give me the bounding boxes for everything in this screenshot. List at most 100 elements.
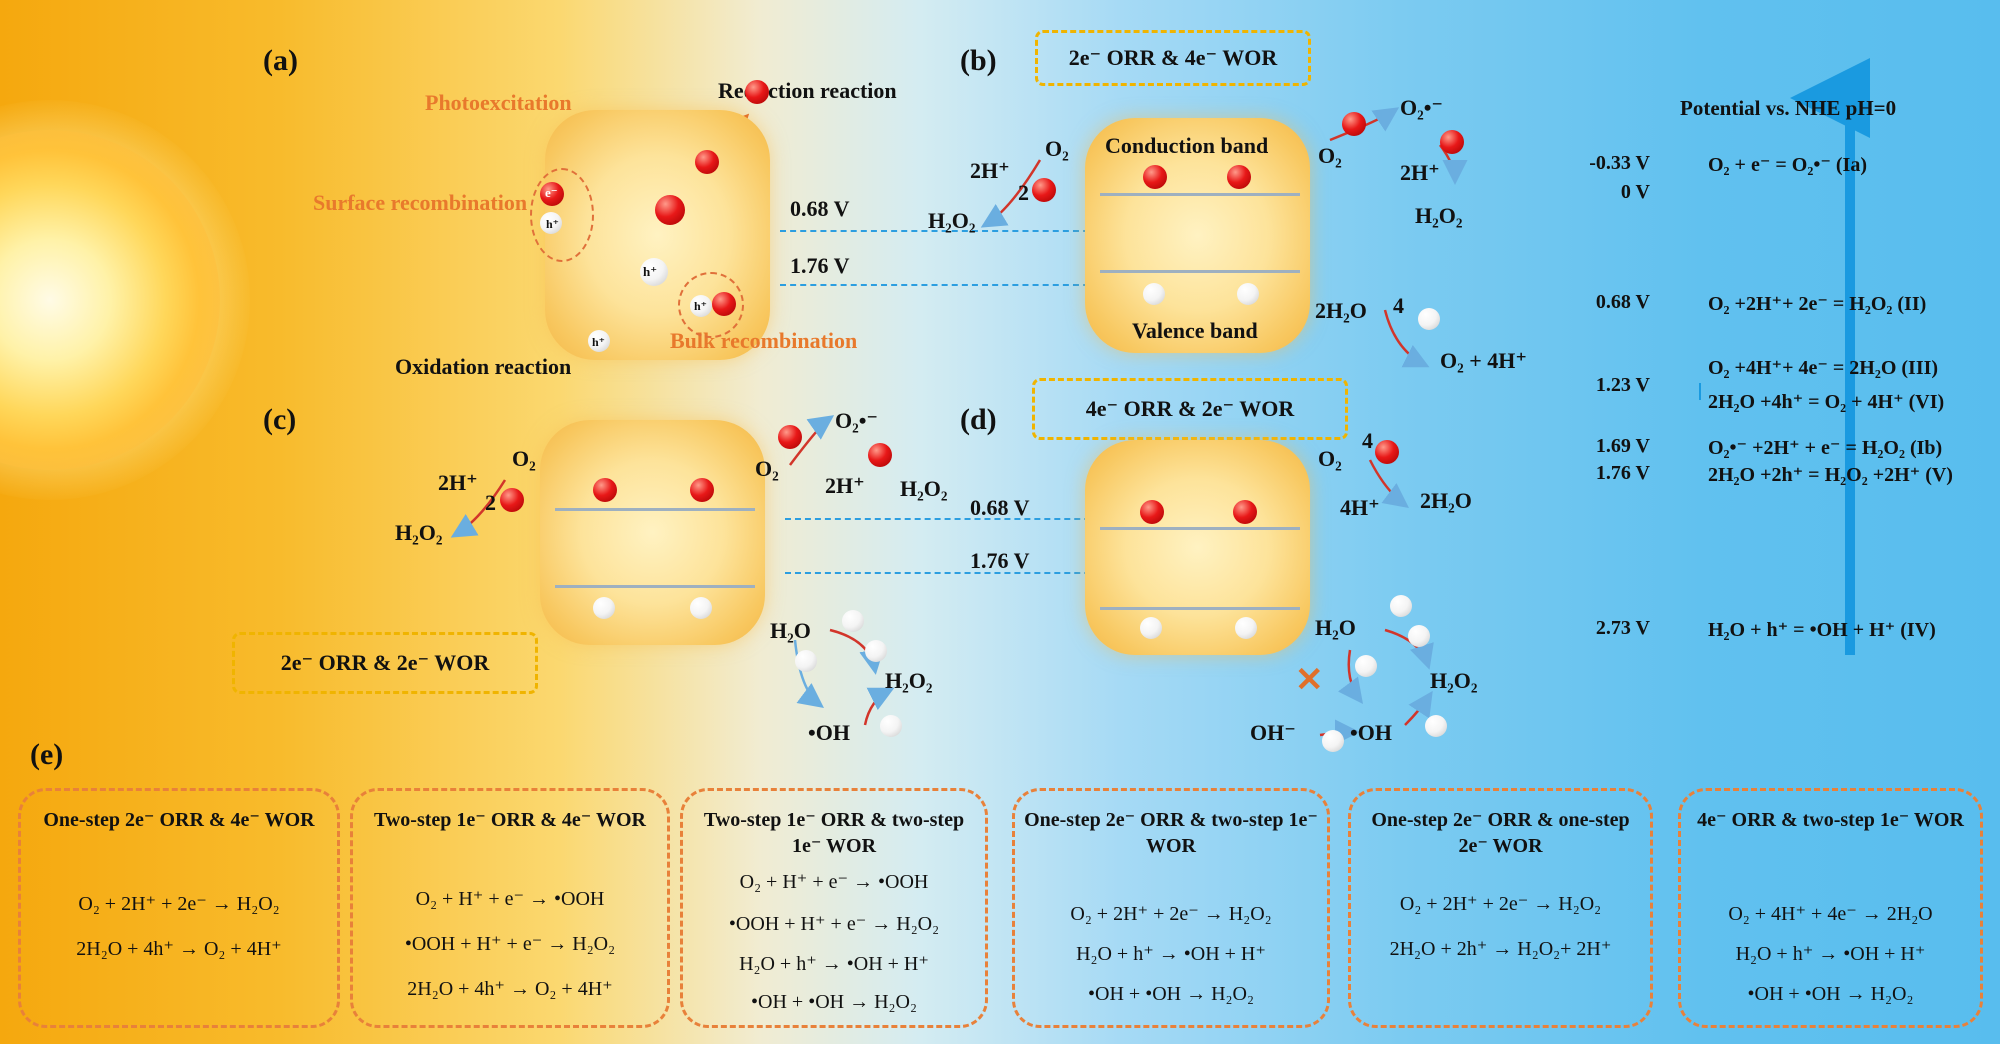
card-equation: O₂ + 2H⁺ + 2e⁻ → H₂O₂ [1070, 903, 1272, 925]
conduction-band-edge [1100, 527, 1300, 530]
hole [1235, 617, 1257, 639]
c-oh: •OH [808, 720, 850, 745]
pot-equation: O₂ +4H⁺+ 4e⁻ = 2H₂O (III) [1708, 357, 1939, 379]
card-equation: •OH + •OH → H₂O₂ [1747, 983, 1914, 1005]
card-equation: 2H₂O + 2h⁺ → H₂O₂+ 2H⁺ [1389, 938, 1612, 960]
electron [1227, 165, 1251, 189]
electron [868, 443, 892, 467]
mechanism-card: One-step 2e⁻ ORR & 4e⁻ WOR O₂ + 2H⁺ + 2e… [18, 788, 340, 1028]
blocked-cross-icon: ✕ [1295, 662, 1324, 699]
pot-equation: 2H₂O +4h⁺ = O₂ + 4H⁺ (VI) [1708, 391, 1945, 413]
c-wor-arrow2 [793, 639, 824, 709]
b-o2-right: O₂ [1318, 143, 1342, 168]
dashed-line-068-c [785, 518, 1180, 520]
panel-c-title-box: 2e⁻ ORR & 2e⁻ WOR [232, 632, 538, 694]
hole [1425, 715, 1447, 737]
b-wor-arrow [1383, 309, 1430, 368]
c-o2: O₂ [512, 446, 536, 471]
card-title: Two-step 1e⁻ ORR & 4e⁻ WOR [373, 809, 646, 831]
electron [655, 195, 685, 225]
card-equation: O₂ + 2H⁺ + 2e⁻ → H₂O₂ [78, 893, 280, 915]
mechanism-card: Two-step 1e⁻ ORR & 4e⁻ WOR O₂ + H⁺ + e⁻ … [350, 788, 670, 1028]
hole [1390, 595, 1412, 617]
pot-equation: H₂O + h⁺ = •OH + H⁺ (IV) [1708, 619, 1936, 641]
card-equation: •OOH + H⁺ + e⁻ → H₂O₂ [404, 933, 616, 955]
c-orr-right-arrow [789, 415, 835, 466]
valence-band-label: Valence band [1132, 318, 1258, 343]
pot-equation: O₂ + e⁻ = O₂•⁻ (Ia) [1708, 154, 1867, 176]
hole [1355, 655, 1377, 677]
hole [593, 597, 615, 619]
card-equation: 2H₂O + 4h⁺ → O₂ + 4H⁺ [407, 978, 613, 1000]
card-equation: •OOH + H⁺ + e⁻ → H₂O₂ [728, 913, 940, 935]
surface-recombination-label: Surface recombination [313, 190, 528, 215]
pot-value: -0.33 V [1589, 152, 1650, 174]
c-h2o: H₂O [770, 618, 811, 643]
b-orr-left-arrow [980, 159, 1042, 228]
panel-label-b: (b) [960, 44, 997, 77]
a-176-label: 1.76 V [790, 253, 850, 278]
d-wor-arrow3 [1404, 690, 1433, 726]
h-label: h⁺ [643, 264, 658, 279]
pot-value: 0.68 V [1595, 291, 1650, 313]
a-068-label: 0.68 V [790, 196, 850, 221]
card-equation: O₂ + H⁺ + e⁻ → •OOH [739, 871, 929, 893]
hole [1140, 617, 1162, 639]
hole [1322, 730, 1344, 752]
hole [540, 212, 562, 234]
d-h2o2: H₂O₂ [1430, 668, 1478, 693]
b-orr-right-arrow [1329, 107, 1400, 142]
electron [745, 80, 769, 104]
b-2h-right: 2H⁺ [1400, 160, 1440, 185]
hole [795, 650, 817, 672]
semiconductor-b [1085, 118, 1310, 353]
valence-band-edge [555, 585, 755, 588]
electron [540, 182, 564, 206]
electron [1342, 112, 1366, 136]
c-orr-left-arrow [450, 479, 507, 538]
h-label: h⁺ [694, 299, 708, 313]
conduction-band-edge [555, 508, 755, 511]
c-wor-arrow3 [863, 687, 895, 726]
dashed-line-176-a [780, 284, 1180, 286]
b-o2-4h: O₂ + 4H⁺ [1440, 348, 1527, 373]
electron [778, 425, 802, 449]
electron [593, 478, 617, 502]
electron [695, 150, 719, 174]
c-wor-arrow1 [829, 628, 885, 675]
h-label: h⁺ [546, 217, 560, 231]
b-4: 4 [1393, 293, 1404, 318]
pot-equation: O₂ +2H⁺+ 2e⁻ = H₂O₂ (II) [1708, 293, 1927, 315]
c-068-label: 0.68 V [970, 495, 1030, 520]
card-equation: O₂ + 2H⁺ + 2e⁻ → H₂O₂ [1399, 893, 1602, 915]
d-orr-arrow [1368, 459, 1409, 509]
hole [690, 597, 712, 619]
hole [1418, 308, 1440, 330]
hole [1408, 625, 1430, 647]
pot-equation: 2H₂O +2h⁺ = H₂O₂ +2H⁺ (V) [1708, 464, 1953, 486]
c-176-label: 1.76 V [970, 548, 1030, 573]
b-2h: 2H⁺ [970, 158, 1010, 183]
electron [1140, 500, 1164, 524]
mechanism-card: One-step 2e⁻ ORR & two-step 1e⁻ WOR O₂ +… [1012, 788, 1330, 1028]
bulk-recomb-ring [678, 272, 744, 338]
c-2: 2 [485, 490, 496, 515]
hole [690, 295, 712, 317]
c-o2-right: O₂ [755, 456, 779, 481]
card-equation: H₂O + h⁺ → •OH + H⁺ [1735, 943, 1926, 965]
mechanism-card: 4e⁻ ORR & two-step 1e⁻ WOR O₂ + 4H⁺ + 4e… [1678, 788, 1983, 1028]
card-title: 4e⁻ ORR & two-step 1e⁻ WOR [1697, 809, 1964, 831]
d-wor-arrow2 [1338, 649, 1363, 705]
card-equation: O₂ + 4H⁺ + 4e⁻ → 2H₂O [1728, 903, 1933, 925]
dashed-line-068-a [780, 230, 1180, 232]
card-equation: O₂ + H⁺ + e⁻ → •OOH [415, 888, 605, 910]
pot-equation: O₂•⁻ +2H⁺ + e⁻ = H₂O₂ (Ib) [1708, 437, 1943, 459]
panel-d-title-box: 4e⁻ ORR & 2e⁻ WOR [1032, 378, 1348, 440]
electron [1440, 130, 1464, 154]
b-2: 2 [1018, 180, 1029, 205]
card-equation: 2H₂O + 4h⁺ → O₂ + 4H⁺ [76, 938, 282, 960]
d-2h2o: 2H₂O [1420, 488, 1472, 513]
potential-axis-title: Potential vs. NHE pH=0 [1680, 96, 1897, 120]
electron [712, 292, 736, 316]
